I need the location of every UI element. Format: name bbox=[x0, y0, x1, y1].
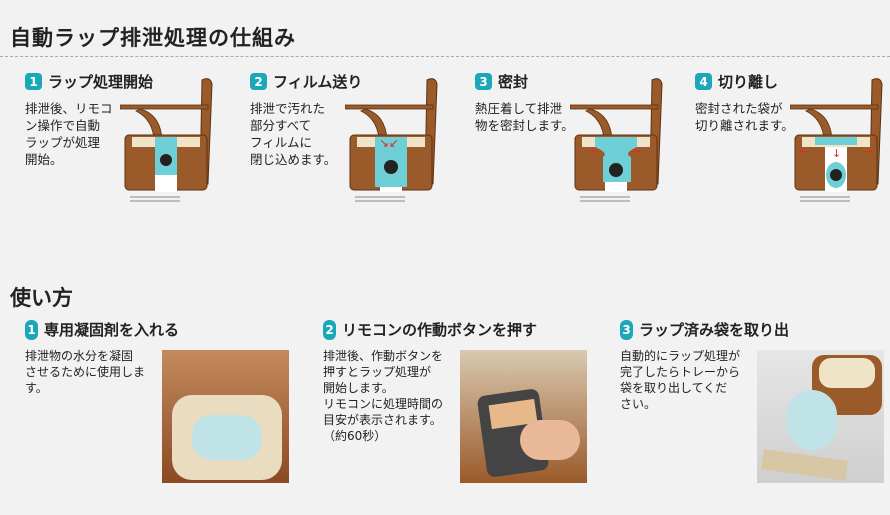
mechanism-step: 3 密封 熱圧着して排泄 物を密封します。 bbox=[475, 71, 574, 134]
mechanism-step: 2 フィルム送り 排泄で汚れた 部分すべて フィルムに 閉じ込めます。 bbox=[250, 71, 362, 168]
step-number-badge: 3 bbox=[620, 319, 633, 340]
usage-title: 使い方 bbox=[10, 286, 73, 310]
step-title: 密封 bbox=[498, 73, 529, 91]
page-title: 自動ラップ排泄処理の仕組み bbox=[10, 26, 296, 50]
svg-text:←: ← bbox=[632, 145, 641, 158]
remote-control-photo bbox=[460, 350, 587, 483]
svg-text:→: → bbox=[588, 145, 597, 158]
svg-text:↓: ↓ bbox=[832, 147, 841, 160]
step-title: ラップ処理開始 bbox=[48, 73, 154, 91]
step-number-badge: 2 bbox=[250, 73, 267, 90]
step-description: 密封された袋が 切り離されます。 bbox=[695, 101, 794, 133]
step-description: 排泄後、作動ボタンを 押すとラップ処理が 開始します。 リモコンに処理時間の 目… bbox=[323, 349, 444, 443]
step-number-badge: 1 bbox=[25, 319, 38, 340]
step-number-badge: 2 bbox=[323, 319, 336, 340]
mechanism-step: 4 切り離し 密封された袋が 切り離されます。 bbox=[695, 71, 794, 134]
usage-step: 3 ラップ済み袋を取り出 自動的にラップ処理が 完了したらトレーから 袋を取り出し… bbox=[620, 319, 789, 412]
remove-bag-photo bbox=[757, 350, 884, 483]
step-title: リモコンの作動ボタンを押す bbox=[342, 321, 538, 339]
toilet-illustration-start bbox=[119, 75, 220, 219]
step-number-badge: 4 bbox=[695, 73, 712, 90]
toilet-illustration-feed: ↘↙ bbox=[344, 75, 445, 219]
svg-text:→: → bbox=[864, 145, 873, 158]
usage-step: 1 専用凝固剤を入れる 排泄物の水分を凝固 させるために使用しま す。 bbox=[25, 319, 179, 396]
usage-step: 2 リモコンの作動ボタンを押す 排泄後、作動ボタンを 押すとラップ処理が 開始しま… bbox=[323, 319, 537, 444]
step-title: フィルム送り bbox=[273, 73, 363, 91]
toilet-illustration-seal: →← bbox=[569, 75, 670, 219]
toilet-illustration-cut: ← → ↓ bbox=[789, 75, 890, 219]
step-description: 自動的にラップ処理が 完了したらトレーから 袋を取り出してくだ さい。 bbox=[620, 349, 741, 411]
step-title: ラップ済み袋を取り出 bbox=[639, 321, 790, 339]
divider bbox=[0, 56, 890, 57]
step-number-badge: 1 bbox=[25, 73, 42, 90]
svg-text:←: ← bbox=[798, 145, 807, 158]
mechanism-step: 1 ラップ処理開始 排泄後、リモコ ン操作で自動 ラップが処理 開始。 bbox=[25, 71, 153, 168]
coagulant-photo bbox=[162, 350, 289, 483]
step-description: 排泄物の水分を凝固 させるために使用しま す。 bbox=[25, 349, 146, 395]
step-title: 切り離し bbox=[718, 73, 779, 91]
step-title: 専用凝固剤を入れる bbox=[44, 321, 180, 339]
step-number-badge: 3 bbox=[475, 73, 492, 90]
step-description: 排泄で汚れた 部分すべて フィルムに 閉じ込めます。 bbox=[250, 101, 337, 167]
step-description: 熱圧着して排泄 物を密封します。 bbox=[475, 101, 574, 133]
svg-text:↘↙: ↘↙ bbox=[379, 136, 399, 150]
step-description: 排泄後、リモコ ン操作で自動 ラップが処理 開始。 bbox=[25, 101, 113, 167]
